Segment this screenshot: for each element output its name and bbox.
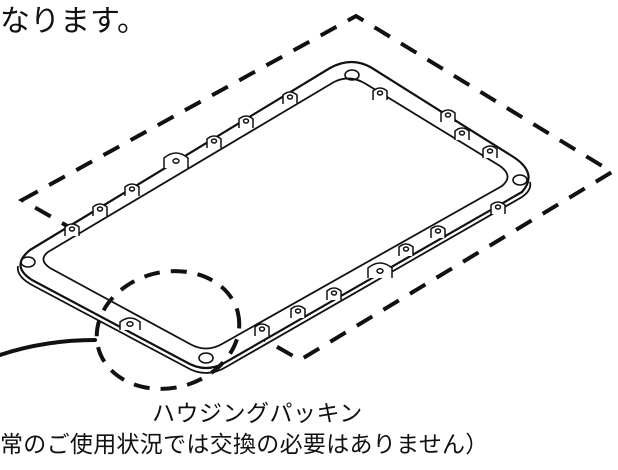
- screw-tabs: [64, 87, 506, 336]
- corner-holes: [20, 69, 528, 364]
- gasket-thickness-edge: [16, 181, 532, 374]
- corner-hole: [512, 174, 528, 186]
- corner-hole: [344, 69, 360, 81]
- corner-hole: [20, 256, 36, 268]
- leader-line: [0, 338, 97, 357]
- part-note: 常のご使用状況では交換の必要はありません）: [0, 432, 489, 458]
- corner-hole: [198, 352, 214, 364]
- callout-dashed-circle: [94, 269, 242, 391]
- part-label: ハウジングパッキン: [152, 401, 363, 427]
- heading-text-fragment: なります。: [0, 4, 147, 39]
